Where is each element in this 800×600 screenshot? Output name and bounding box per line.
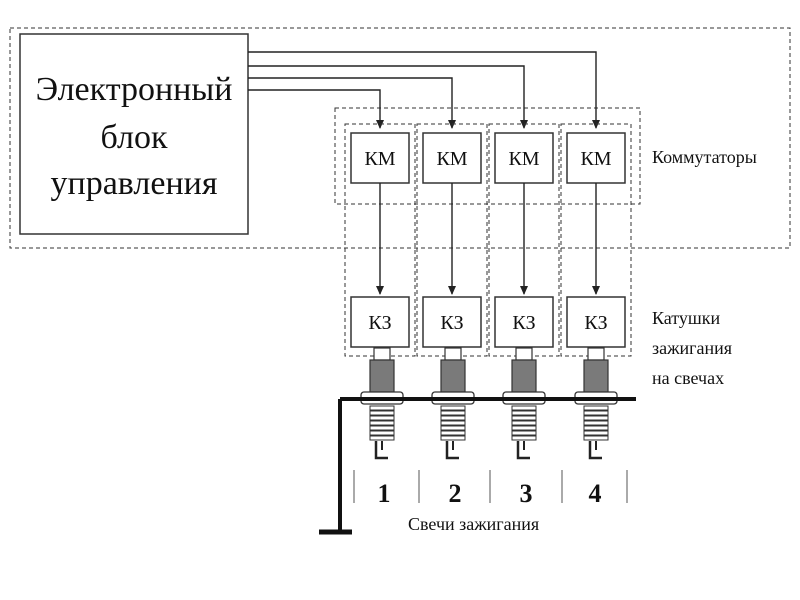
- wire-to-km-1: [248, 89, 384, 129]
- kz-label-1: КЗ: [368, 312, 391, 334]
- kz-box-4: [566, 296, 626, 348]
- wire-to-km-4: [248, 51, 600, 129]
- km-label-1: КМ: [364, 148, 395, 170]
- km-box-4: [566, 132, 626, 184]
- system-frame: [9, 27, 791, 249]
- spark-plug-2: [431, 347, 475, 460]
- kz-box-3: [494, 296, 554, 348]
- km-label-4: КМ: [580, 148, 611, 170]
- plug-connector-3: [515, 347, 533, 361]
- plugs-label: Свечи зажигания: [408, 514, 539, 534]
- wire-to-km-2: [248, 77, 456, 129]
- plug-thread-4: [583, 405, 609, 441]
- plug-numbers: 1 2 3 4: [378, 479, 602, 508]
- kz-label-3: КЗ: [512, 312, 535, 334]
- coil-modules: КЗ КЗ КЗ КЗ: [350, 296, 626, 348]
- plug-number-3: 3: [520, 479, 533, 508]
- kz-label-4: КЗ: [584, 312, 607, 334]
- spark-plug-4: [574, 347, 618, 460]
- plug-insulator-4: [583, 359, 609, 393]
- plug-insulator-2: [440, 359, 466, 393]
- ecu-line-1: Электронный: [36, 71, 233, 108]
- plug-thread-2: [440, 405, 466, 441]
- km-box-2: [422, 132, 482, 184]
- spark-plugs: [360, 347, 618, 460]
- switches-label: Коммутаторы: [652, 147, 757, 167]
- plug-electrode-1: [374, 441, 388, 460]
- kz-box-2: [422, 296, 482, 348]
- km-box-1: [350, 132, 410, 184]
- coils-label-line-1: Катушки: [652, 308, 721, 328]
- plug-dividers: [353, 470, 628, 503]
- switch-modules: КМ КМ КМ КМ: [350, 132, 626, 184]
- plug-thread-1: [369, 405, 395, 441]
- plug-thread-3: [511, 405, 537, 441]
- plug-insulator-1: [369, 359, 395, 393]
- ecu-block: Электронный блок управления: [19, 33, 249, 235]
- plug-insulator-3: [511, 359, 537, 393]
- control-wires: [248, 51, 600, 129]
- spark-plug-3: [502, 347, 546, 460]
- km-label-3: КМ: [508, 148, 539, 170]
- ecu-line-3: управления: [51, 165, 218, 202]
- plug-connector-1: [373, 347, 391, 361]
- plug-connector-2: [444, 347, 462, 361]
- coils-label-line-2: зажигания: [652, 338, 732, 358]
- ground-bus: [319, 397, 636, 535]
- plug-electrode-4: [588, 441, 602, 460]
- kz-box-1: [350, 296, 410, 348]
- plug-number-2: 2: [449, 479, 462, 508]
- plug-connector-4: [587, 347, 605, 361]
- ecu-line-2: блок: [101, 119, 168, 156]
- plug-electrode-2: [445, 441, 459, 460]
- coils-label-line-3: на свечах: [652, 368, 724, 388]
- plug-number-1: 1: [378, 479, 391, 508]
- wire-to-km-3: [248, 65, 528, 129]
- plug-electrode-3: [516, 441, 530, 460]
- kz-label-2: КЗ: [440, 312, 463, 334]
- switch-to-coil-arrows: [376, 183, 600, 295]
- plug-number-4: 4: [589, 479, 602, 508]
- km-label-2: КМ: [436, 148, 467, 170]
- spark-plug-1: [360, 347, 404, 460]
- km-box-3: [494, 132, 554, 184]
